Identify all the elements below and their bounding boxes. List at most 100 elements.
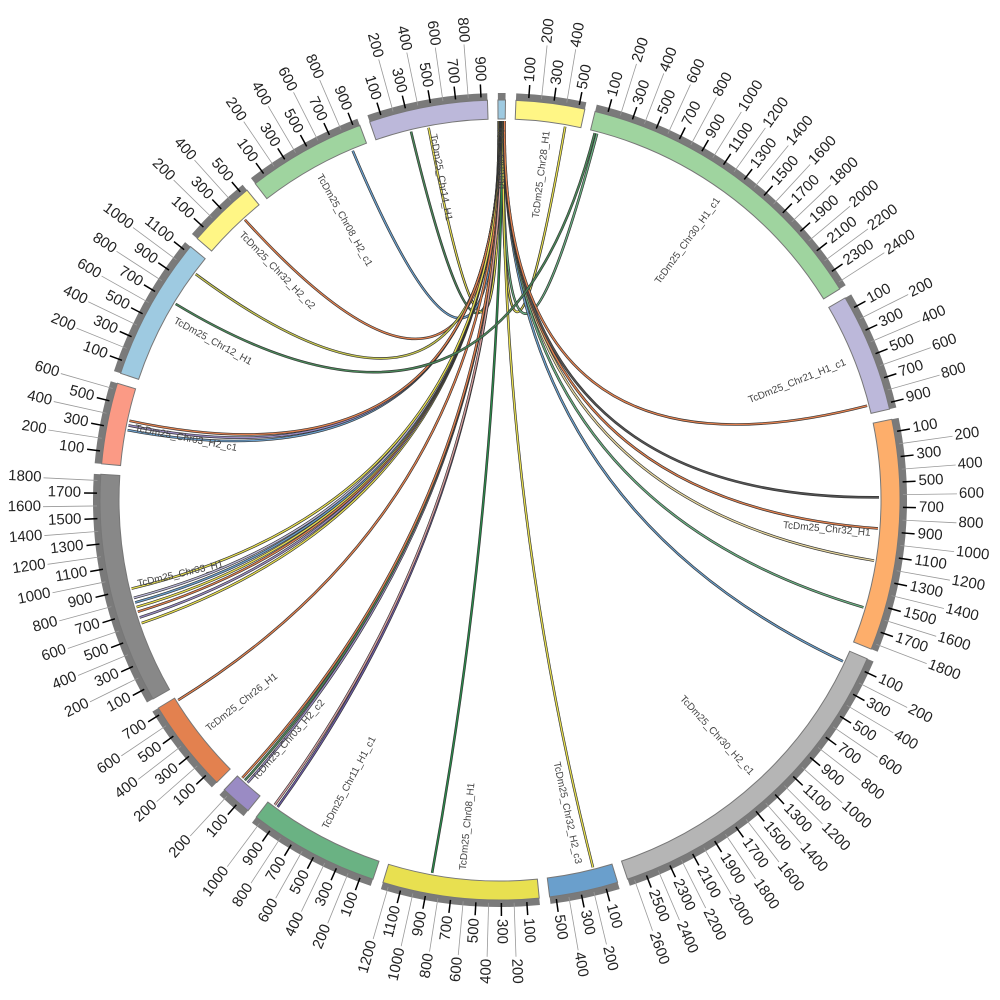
segment-tcdm25-chr32-h2-c2[interactable] xyxy=(196,189,260,252)
segment-tcdm25-chr21-h1-c1[interactable] xyxy=(828,297,891,415)
tick-mark xyxy=(902,493,957,496)
segment-berenice-t20[interactable] xyxy=(497,99,507,120)
tick-mark xyxy=(528,85,531,99)
tick-mark xyxy=(120,665,134,673)
tick-label: 200 xyxy=(49,310,79,335)
tick-label: 600 xyxy=(875,751,905,779)
segment-scale-band-tcdm25-chr28-h1 xyxy=(515,93,587,110)
tick-mark xyxy=(701,139,710,152)
tick-mark xyxy=(774,793,785,805)
tick-label: 2600 xyxy=(646,930,673,967)
segment-scale-band-tcdm25-chr32-h2-c3 xyxy=(549,882,620,904)
tick-label: 900 xyxy=(66,589,94,611)
segment-tcdm25-chr30-h1-c1[interactable] xyxy=(589,110,841,300)
tick-mark xyxy=(306,856,315,870)
tick-label: 2200 xyxy=(699,906,729,943)
tick-mark xyxy=(96,396,110,402)
tick-label: 1100 xyxy=(380,904,404,939)
tick-label: 1500 xyxy=(768,152,803,188)
tick-label: 800 xyxy=(229,880,257,910)
tick-mark xyxy=(725,833,756,880)
tick-mark xyxy=(48,429,102,439)
tick-mark xyxy=(293,92,319,141)
segment-tcdm25-chr12-h1[interactable] xyxy=(119,245,206,380)
tick-label: 200 xyxy=(62,695,92,721)
segment-tcdm25-chr11-h1-c1[interactable] xyxy=(255,801,380,880)
tick-mark xyxy=(901,464,956,470)
tick-label: 2400 xyxy=(673,919,702,956)
tick-label: 400 xyxy=(567,21,588,49)
tick-label: 300 xyxy=(547,59,567,86)
tick-mark xyxy=(858,682,908,708)
tick-label: 1300 xyxy=(747,135,781,172)
tick-mark xyxy=(86,543,100,547)
tick-label: 700 xyxy=(305,94,331,124)
tick-label: 600 xyxy=(274,64,300,94)
tick-label: 400 xyxy=(171,134,200,164)
tick-label: 2200 xyxy=(864,201,901,234)
tick-label: 200 xyxy=(309,922,334,952)
tick-mark xyxy=(692,853,700,866)
tick-label: 900 xyxy=(904,383,932,406)
tick-mark xyxy=(84,517,98,521)
segment-tcdm25-chr28-h1[interactable] xyxy=(514,99,586,129)
link-ribbon xyxy=(503,121,844,662)
tick-label: 300 xyxy=(92,665,122,691)
tick-label: 700 xyxy=(262,854,290,884)
segment-tcdm25-chr03-h2-c2[interactable] xyxy=(223,775,261,812)
tick-mark xyxy=(101,275,149,303)
tick-mark xyxy=(116,251,163,282)
tick-label: 1400 xyxy=(797,839,832,875)
tick-label: 100 xyxy=(170,780,200,810)
tick-label: 100 xyxy=(864,280,894,307)
tick-mark xyxy=(703,847,732,895)
tick-label: 800 xyxy=(857,775,887,804)
tick-mark xyxy=(846,704,894,734)
tick-label: 1400 xyxy=(8,527,43,547)
segment-tcdm25-chr26-h1[interactable] xyxy=(157,697,231,784)
tick-mark xyxy=(250,837,281,884)
segment-tcdm25-chr32-h1[interactable] xyxy=(852,418,901,650)
tick-mark xyxy=(799,222,811,232)
segment-name: TcDm25_Chr11_H1_c1 xyxy=(320,734,378,831)
tick-label: 200 xyxy=(628,35,652,64)
tick-mark xyxy=(178,755,190,766)
tick-label: 100 xyxy=(911,415,939,436)
segment-scale-band-tcdm25-chr21-h1-c1 xyxy=(845,294,897,410)
tick-mark xyxy=(875,348,888,355)
tick-label: 2100 xyxy=(824,213,861,247)
tick-mark xyxy=(722,153,732,166)
tick-mark xyxy=(193,217,204,228)
tick-label: 200 xyxy=(149,155,179,185)
tick-mark xyxy=(714,840,723,853)
tick-label: 800 xyxy=(416,952,437,979)
segment-tcdm25-chr08-h2-c1[interactable] xyxy=(254,124,368,200)
tick-mark xyxy=(634,879,653,931)
segment-tcdm25-chr03-h2-c1[interactable] xyxy=(101,382,137,467)
tick-label: 700 xyxy=(73,615,102,639)
tick-mark xyxy=(555,898,559,913)
segment-tcdm25-chr08-h1[interactable] xyxy=(382,863,540,901)
tick-mark xyxy=(400,893,414,947)
tick-label: 500 xyxy=(918,471,944,489)
tick-label: 1300 xyxy=(49,537,84,558)
link xyxy=(502,121,844,663)
tick-mark xyxy=(712,111,742,158)
tick-mark xyxy=(513,902,517,957)
link xyxy=(174,132,597,374)
segment-tcdm25-chr30-h2-c1[interactable] xyxy=(620,650,868,880)
link xyxy=(501,121,595,868)
segment-name: TcDm25_Chr12_H1 xyxy=(172,316,255,368)
segment-tcdm25-chr32-h2-c3[interactable] xyxy=(546,863,619,898)
tick-mark xyxy=(809,756,821,767)
segment-tcdm25-chr14-h1[interactable] xyxy=(369,99,489,141)
tick-label: 100 xyxy=(520,917,539,943)
tick-mark xyxy=(753,145,789,188)
tick-label: 900 xyxy=(330,83,355,113)
tick-label: 2300 xyxy=(840,236,877,269)
tick-mark xyxy=(457,901,464,956)
segment-tcdm25-chr03-h1[interactable] xyxy=(99,473,171,700)
tick-mark xyxy=(900,545,955,552)
tick-mark xyxy=(888,607,901,613)
link-outline xyxy=(503,121,879,499)
